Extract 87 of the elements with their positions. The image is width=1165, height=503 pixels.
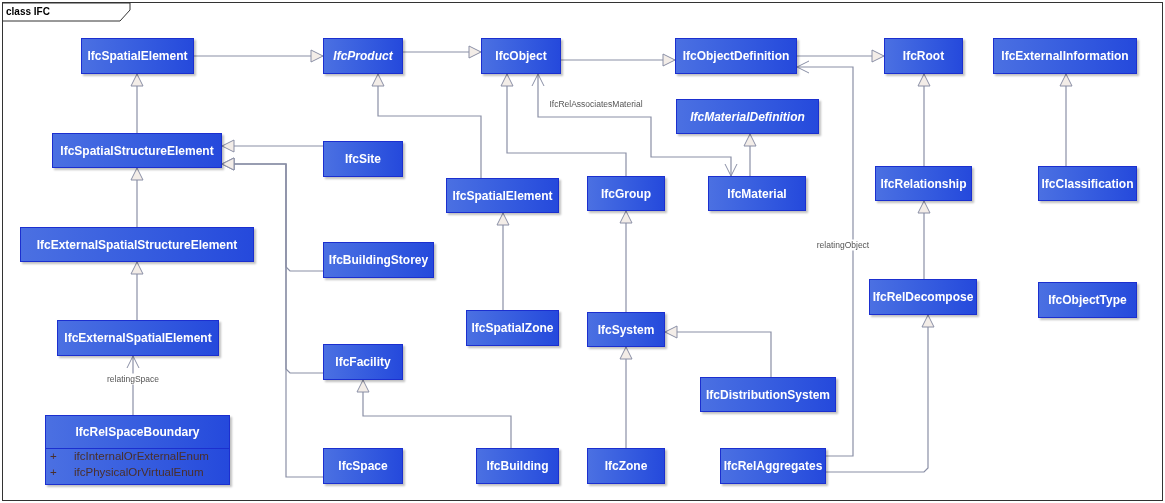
generalization-arrow [402, 45, 482, 59]
class-box [720, 448, 826, 484]
generalization-arrow [496, 212, 510, 311]
attribute-name: ifcPhysicalOrVirtualEnum [74, 465, 204, 481]
edge-label: relatingObject [815, 239, 871, 251]
class-name: IfcExternalSpatialElement [64, 330, 212, 347]
generalization-arrow [371, 73, 482, 179]
class-box [476, 448, 559, 484]
class-name: IfcFacility [335, 354, 391, 371]
class-box [884, 38, 963, 74]
class-name: IfcSpatialStructureElement [60, 142, 214, 160]
generalization-arrow [500, 73, 627, 177]
class-box [708, 176, 806, 211]
generalization-arrow [796, 49, 885, 63]
class-name: IfcSpatialElement [452, 187, 553, 205]
class-name: IfcRelationship [880, 175, 967, 193]
class-box [323, 242, 434, 278]
class-box [587, 176, 665, 211]
generalization-arrow [130, 261, 144, 321]
class-name: IfcRelAggregates [723, 458, 823, 475]
generalization-arrow [619, 346, 633, 449]
edge-label: relatingSpace [106, 373, 160, 385]
class-box [700, 377, 836, 412]
generalization-arrow [193, 49, 324, 63]
generalization-arrow [130, 73, 144, 134]
generalization-arrow [917, 200, 931, 280]
class-box [676, 99, 819, 134]
frame-title: class IFC [6, 5, 50, 18]
class-box [57, 320, 219, 356]
class-box [466, 310, 559, 346]
class-name: IfcExternalInformation [1001, 48, 1129, 65]
class-box [446, 178, 559, 213]
class-box [993, 38, 1137, 74]
class-box [323, 344, 403, 380]
attribute-name: ifcInternalOrExternalEnum [74, 449, 209, 465]
class-name: IfcSpatialElement [87, 48, 188, 65]
generalization-arrow [221, 157, 324, 478]
class-box [323, 448, 403, 484]
class-box [481, 38, 561, 74]
class-box [869, 279, 977, 315]
class-name: IfcObjectType [1048, 292, 1127, 309]
class-name: IfcExternalSpatialStructureElement [36, 236, 238, 254]
generalization-arrow [1059, 73, 1073, 167]
generalization-arrow [664, 325, 772, 378]
association-arrow [531, 73, 738, 177]
class-box [875, 166, 972, 201]
class-name: IfcRoot [902, 48, 945, 65]
class-name: IfcSite [345, 151, 381, 168]
class-name: IfcSystem [597, 321, 655, 339]
class-box-with-attributes [45, 415, 230, 485]
class-name: IfcObject [495, 48, 547, 65]
class-box [1038, 282, 1137, 318]
generalization-arrow [619, 210, 633, 313]
class-name: IfcZone [604, 458, 648, 475]
class-name: IfcDistributionSystem [706, 386, 830, 404]
edge-label: IfcRelAssociatesMaterial [548, 98, 644, 110]
class-box [1038, 166, 1137, 201]
class-name: IfcSpatialZone [471, 320, 554, 337]
class-name: IfcBuildingStorey [328, 252, 429, 269]
generalization-arrow [130, 167, 144, 228]
generalization-arrow [917, 73, 931, 167]
class-name: IfcObjectDefinition [682, 48, 790, 65]
visibility-marker: + [50, 449, 58, 465]
class-name: IfcClassification [1041, 175, 1134, 193]
association-arrow [796, 60, 854, 457]
class-name: IfcMaterial [727, 185, 787, 203]
class-box [323, 38, 403, 74]
class-box [20, 227, 254, 262]
class-name: IfcBuilding [486, 458, 549, 475]
class-name: IfcRelSpaceBoundary [75, 424, 200, 441]
generalization-arrow [560, 53, 676, 67]
generalization-arrow [221, 139, 324, 153]
class-name: IfcRelDecompose [872, 289, 974, 306]
class-box [323, 141, 403, 177]
class-name: IfcProduct [333, 48, 393, 65]
class-box [52, 133, 222, 168]
visibility-marker: + [50, 465, 58, 481]
class-box [587, 312, 665, 347]
class-name: IfcGroup [601, 185, 651, 203]
class-box [587, 448, 665, 484]
class-box [675, 38, 797, 74]
generalization-arrow [825, 314, 935, 473]
generalization-arrow [743, 133, 757, 177]
class-box [81, 38, 194, 74]
class-name: IfcMaterialDefinition [690, 108, 805, 126]
generalization-arrow [356, 379, 512, 449]
class-name: IfcSpace [338, 458, 388, 475]
